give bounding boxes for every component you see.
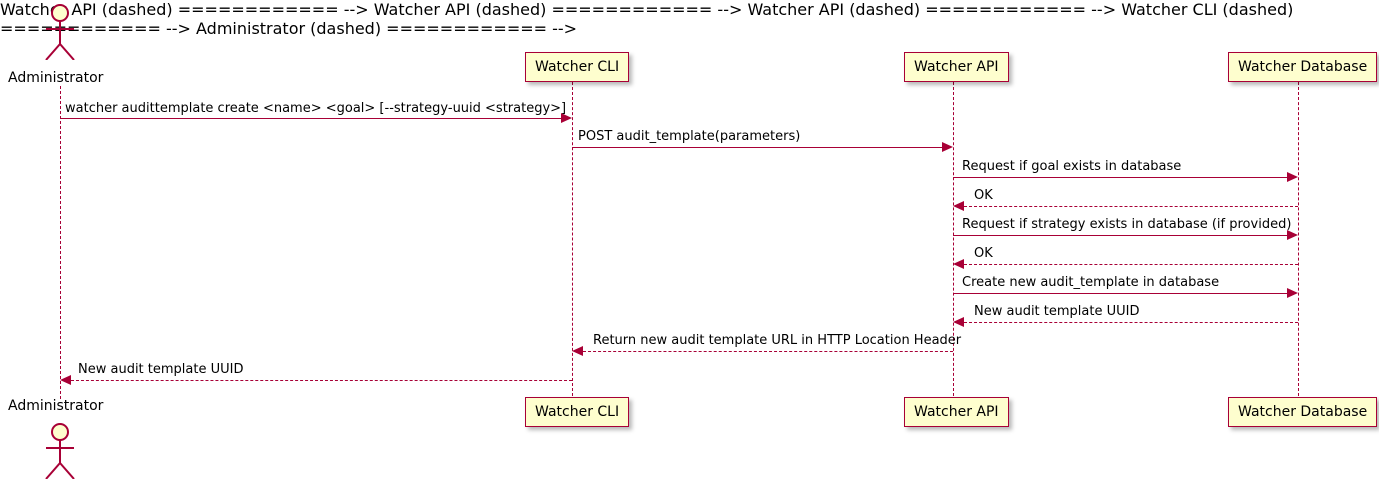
message-arrowhead-3 [1287, 172, 1298, 182]
message-arrowhead-1 [561, 113, 572, 123]
message-line-6 [964, 264, 1298, 265]
message-line-1 [60, 118, 561, 119]
message-arrowhead-7 [1287, 288, 1298, 298]
message-label-2: POST audit_template(parameters) [578, 129, 801, 144]
message-label-3: Request if goal exists in database [962, 159, 1182, 174]
message-label-9: Return new audit template URL in HTTP Lo… [593, 333, 962, 348]
message-arrowhead-6 [953, 259, 964, 269]
message-label-5: Request if strategy exists in database (… [962, 217, 1292, 232]
message-line-4 [964, 206, 1298, 207]
message-label-1: watcher audittemplate create <name> <goa… [65, 101, 567, 116]
message-line-8 [964, 322, 1298, 323]
message-label-7: Create new audit_template in database [962, 275, 1220, 290]
lifeline-watcher-database [1298, 82, 1299, 396]
message-label-4: OK [974, 188, 993, 203]
message-label-8: New audit template UUID [974, 304, 1140, 319]
participant-box-watcher-database-bottom[interactable]: Watcher Database [1228, 397, 1378, 427]
participant-box-watcher-database-top[interactable]: Watcher Database [1228, 52, 1378, 82]
message-line-9 [583, 351, 953, 352]
message-label-10: New audit template UUID [78, 362, 244, 377]
message-line-10 [71, 380, 572, 381]
message-line-3 [953, 177, 1287, 178]
message-arrowhead-9 [572, 346, 583, 356]
message-label-6: OK [974, 246, 993, 261]
actor-label-administrator-bottom: Administrator [8, 398, 104, 414]
message-line-7 [953, 293, 1287, 294]
message-line-5 [953, 235, 1287, 236]
participant-box-watcher-cli-bottom[interactable]: Watcher CLI [525, 397, 630, 427]
participant-box-watcher-cli-top[interactable]: Watcher CLI [525, 52, 630, 82]
message-arrowhead-4 [953, 201, 964, 211]
actor-label-administrator-top: Administrator [8, 70, 104, 86]
participant-box-watcher-api-top[interactable]: Watcher API [904, 52, 1009, 82]
message-line-2 [572, 147, 942, 148]
actor-administrator-bottom [38, 423, 82, 480]
message-arrowhead-5 [1287, 230, 1298, 240]
lifeline-administrator [60, 86, 61, 399]
lifeline-watcher-cli [572, 82, 573, 396]
lifeline-watcher-api [953, 82, 954, 396]
message-arrowhead-2 [942, 142, 953, 152]
participant-box-watcher-api-bottom[interactable]: Watcher API [904, 397, 1009, 427]
message-arrowhead-10 [60, 375, 71, 385]
actor-administrator-top [38, 4, 82, 61]
message-arrowhead-8 [953, 317, 964, 327]
